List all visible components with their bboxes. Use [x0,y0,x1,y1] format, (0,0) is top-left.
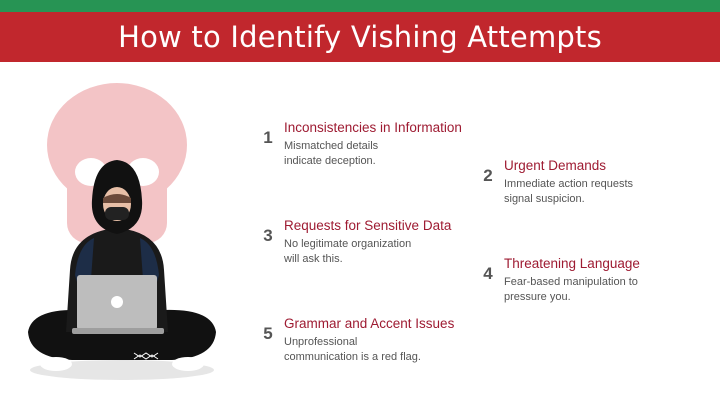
item-heading: Urgent Demands [504,158,607,173]
item-number: 2 [483,166,493,185]
slide-title: How to Identify Vishing Attempts [118,20,602,54]
item-description: Mismatched details indicate deception. [284,140,379,167]
hooded-hacker-with-laptop-and-skull-icon [28,83,216,380]
item-number: 3 [263,226,273,245]
item-number: 4 [483,264,493,283]
top-accent-bar [0,0,720,12]
item-heading: Inconsistencies in Information [284,120,462,135]
item-description: Immediate action requests signal suspici… [504,178,634,205]
item-heading: Requests for Sensitive Data [284,218,452,233]
item-number: 5 [263,324,273,343]
title-bar: How to Identify Vishing Attempts [0,12,720,62]
item-description: Unprofessional communication is a red fl… [284,336,421,363]
item-description: Fear-based manipulation to pressure you. [504,276,638,303]
item-heading: Threatening Language [504,256,640,271]
item-number: 1 [263,128,273,147]
item-description: No legitimate organization will ask this… [284,238,412,265]
item-heading: Grammar and Accent Issues [284,316,455,331]
